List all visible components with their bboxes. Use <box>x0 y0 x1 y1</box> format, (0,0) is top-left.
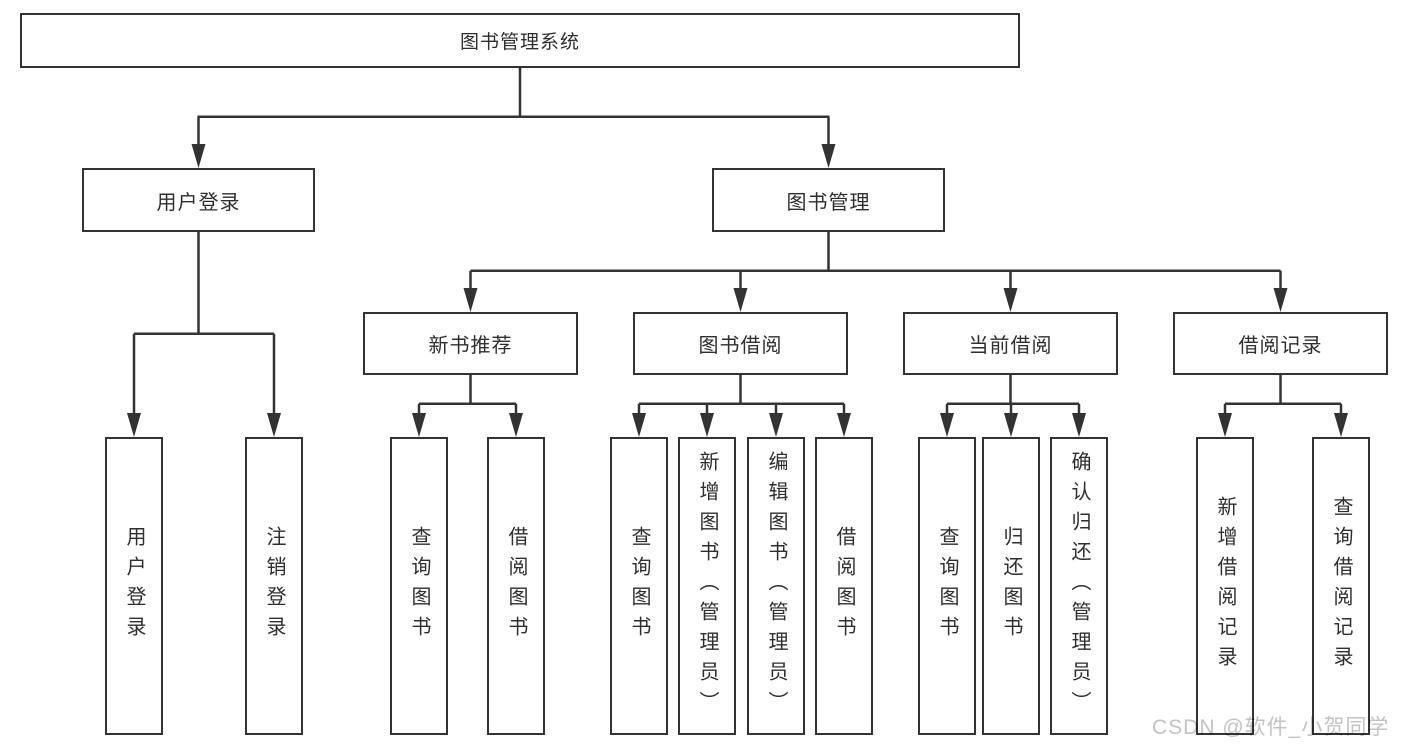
node-book-management-system: 图书管理系统 <box>20 13 1020 68</box>
node-book-borrowing: 图书借阅 <box>633 312 848 375</box>
leaf-logout: 注销登录 <box>245 437 303 735</box>
leaf-query-books-recommend: 查询图书 <box>390 437 448 735</box>
leaf-edit-book-admin: 编辑图书（管理员） <box>747 437 805 735</box>
leaf-add-borrow-record: 新增借阅记录 <box>1196 437 1254 735</box>
watermark-text: CSDN @软件_小贺同学 <box>1152 716 1390 739</box>
leaf-query-books-current: 查询图书 <box>918 437 976 735</box>
leaf-confirm-return-admin: 确认归还（管理员） <box>1050 437 1108 735</box>
leaf-query-books-borrowing: 查询图书 <box>610 437 668 735</box>
leaf-borrow-books-borrowing: 借阅图书 <box>815 437 873 735</box>
leaf-borrow-books-recommend: 借阅图书 <box>487 437 545 735</box>
node-new-book-recommendation: 新书推荐 <box>363 312 578 375</box>
node-current-borrowing: 当前借阅 <box>903 312 1118 375</box>
leaf-query-borrow-record: 查询借阅记录 <box>1312 437 1370 735</box>
node-borrowing-records: 借阅记录 <box>1173 312 1388 375</box>
node-book-management: 图书管理 <box>712 168 945 232</box>
leaf-return-books: 归还图书 <box>982 437 1040 735</box>
leaf-user-login: 用户登录 <box>105 437 163 735</box>
leaf-add-book-admin: 新增图书（管理员） <box>678 437 736 735</box>
node-user-login: 用户登录 <box>82 168 315 232</box>
